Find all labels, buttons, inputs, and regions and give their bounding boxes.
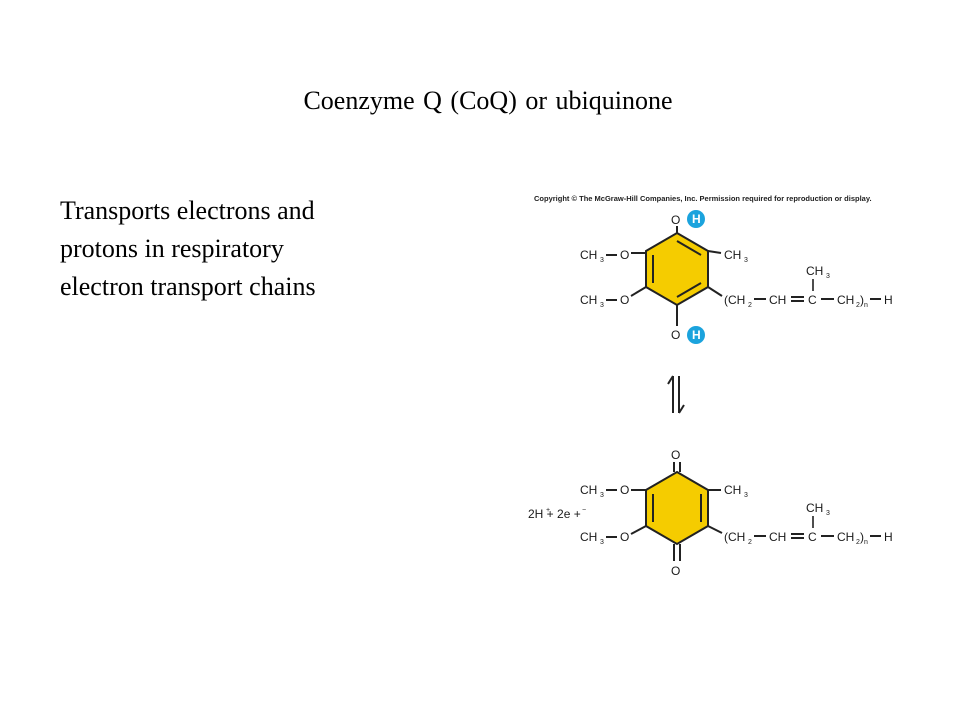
svg-text:3: 3 [600, 492, 604, 499]
oxidized-top-oxygen: O [671, 448, 680, 462]
svg-text:O: O [620, 483, 629, 497]
svg-text:): ) [860, 293, 864, 307]
svg-text:CH: CH [769, 530, 786, 544]
oxidized-bottom-oxygen: O [671, 564, 680, 578]
svg-text:): ) [860, 530, 864, 544]
ubiquinone-structure: O O CH 3 O CH 3 O 2H + 2e + CH 3 (CH 2 C… [528, 448, 893, 578]
reagents-label: 2H + 2e + [528, 507, 581, 521]
reduced-bottom-oxygen: O [671, 328, 680, 342]
svg-text:C: C [808, 530, 817, 544]
svg-text:3: 3 [744, 257, 748, 264]
svg-text:O: O [620, 293, 629, 307]
svg-text:3: 3 [826, 510, 830, 517]
svg-text:n: n [864, 302, 868, 309]
reduced-bottom-hydrogen: H [692, 328, 701, 342]
oxidized-methoxy-bottom: CH [580, 530, 597, 544]
svg-text:H: H [884, 530, 893, 544]
svg-text:(CH: (CH [724, 530, 745, 544]
svg-text:3: 3 [600, 257, 604, 264]
svg-text:2: 2 [748, 302, 752, 309]
copyright-notice: Copyright © The McGraw-Hill Companies, I… [534, 194, 872, 203]
charge-superscript: − [582, 507, 586, 514]
reduced-top-oxygen: O [671, 213, 680, 227]
hydrogen-circle-top [687, 210, 705, 228]
svg-text:CH: CH [769, 293, 786, 307]
svg-text:O: O [620, 248, 629, 262]
svg-text:O: O [620, 530, 629, 544]
svg-text:3: 3 [744, 492, 748, 499]
svg-text:CH: CH [837, 530, 854, 544]
equilibrium-arrows [667, 375, 685, 414]
coenzyme-q-redox-diagram: Copyright © The McGraw-Hill Companies, I… [528, 194, 893, 578]
svg-text:3: 3 [600, 302, 604, 309]
svg-text:2: 2 [748, 539, 752, 546]
slide-title: Coenzyme Q (CoQ) or ubiquinone [303, 86, 673, 115]
description-line-2: protons in respiratory [60, 234, 284, 263]
reduced-methyl: CH [724, 248, 741, 262]
svg-text:C: C [808, 293, 817, 307]
oxidized-methyl: CH [724, 483, 741, 497]
svg-text:2: 2 [856, 302, 860, 309]
svg-text:H: H [884, 293, 893, 307]
description-line-1: Transports electrons and [60, 196, 315, 225]
reduced-chain-methyl: CH [806, 264, 823, 278]
ubiquinol-structure: O H O H CH 3 O CH 3 O CH 3 (CH 2 CH C CH [580, 210, 893, 344]
svg-text:3: 3 [600, 539, 604, 546]
reduced-methoxy-top: CH [580, 248, 597, 262]
hydrogen-circle-bottom [687, 326, 705, 344]
description-text: Transports electrons and protons in resp… [60, 192, 390, 306]
oxidized-methoxy-top: CH [580, 483, 597, 497]
description-line-3: electron transport chains [60, 272, 316, 301]
svg-text:n: n [864, 539, 868, 546]
oxidized-ring [645, 470, 709, 546]
svg-text:CH: CH [837, 293, 854, 307]
charge-superscript: + [546, 507, 550, 514]
reduced-ring [645, 231, 709, 307]
svg-text:3: 3 [826, 273, 830, 280]
reduced-top-hydrogen: H [692, 212, 701, 226]
svg-text:(CH: (CH [724, 293, 745, 307]
reduced-methoxy-bottom: CH [580, 293, 597, 307]
svg-text:2: 2 [856, 539, 860, 546]
oxidized-chain-methyl: CH [806, 501, 823, 515]
